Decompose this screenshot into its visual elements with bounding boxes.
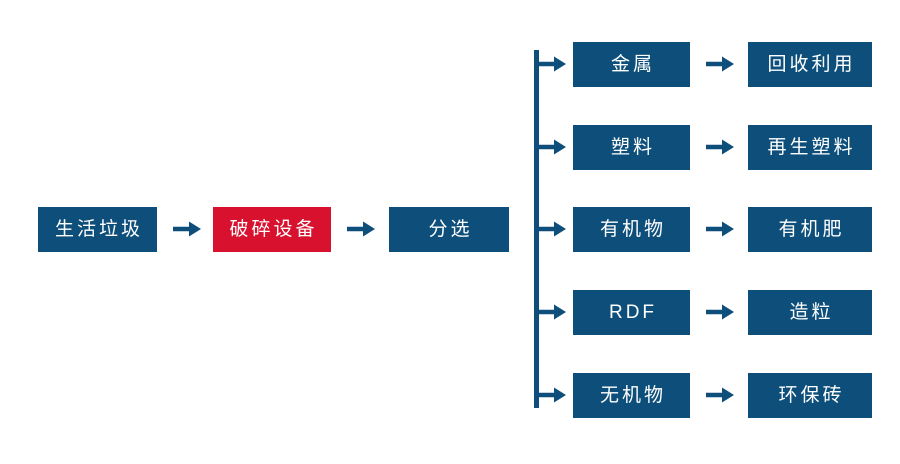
branch-arrow-icon [537, 218, 567, 240]
branch-arrow-icon [537, 301, 567, 323]
branch-arrow-icon [537, 384, 567, 406]
flow-arrow-icon [346, 218, 376, 240]
branch-arrow-icon [537, 53, 567, 75]
node-household-waste: 生活垃圾 [38, 207, 157, 252]
node-inorganic-matter: 无机物 [573, 373, 690, 418]
node-organic-fertilizer: 有机肥 [748, 207, 872, 252]
node-sorting: 分选 [389, 207, 509, 252]
node-recycling: 回收利用 [748, 42, 872, 87]
flow-arrow-icon [705, 301, 735, 323]
node-granulation: 造粒 [748, 290, 872, 335]
flow-arrow-icon [172, 218, 202, 240]
flow-arrow-icon [705, 218, 735, 240]
node-metal: 金属 [573, 42, 690, 87]
node-crushing-equipment: 破碎设备 [213, 207, 331, 252]
branch-line [534, 50, 539, 408]
branch-arrow-icon [537, 136, 567, 158]
node-plastic: 塑料 [573, 125, 690, 170]
flow-arrow-icon [705, 53, 735, 75]
node-eco-brick: 环保砖 [748, 373, 872, 418]
node-rdf: RDF [573, 290, 690, 335]
flow-arrow-icon [705, 136, 735, 158]
node-recycled-plastic: 再生塑料 [748, 125, 872, 170]
node-organic-matter: 有机物 [573, 207, 690, 252]
flow-arrow-icon [705, 384, 735, 406]
